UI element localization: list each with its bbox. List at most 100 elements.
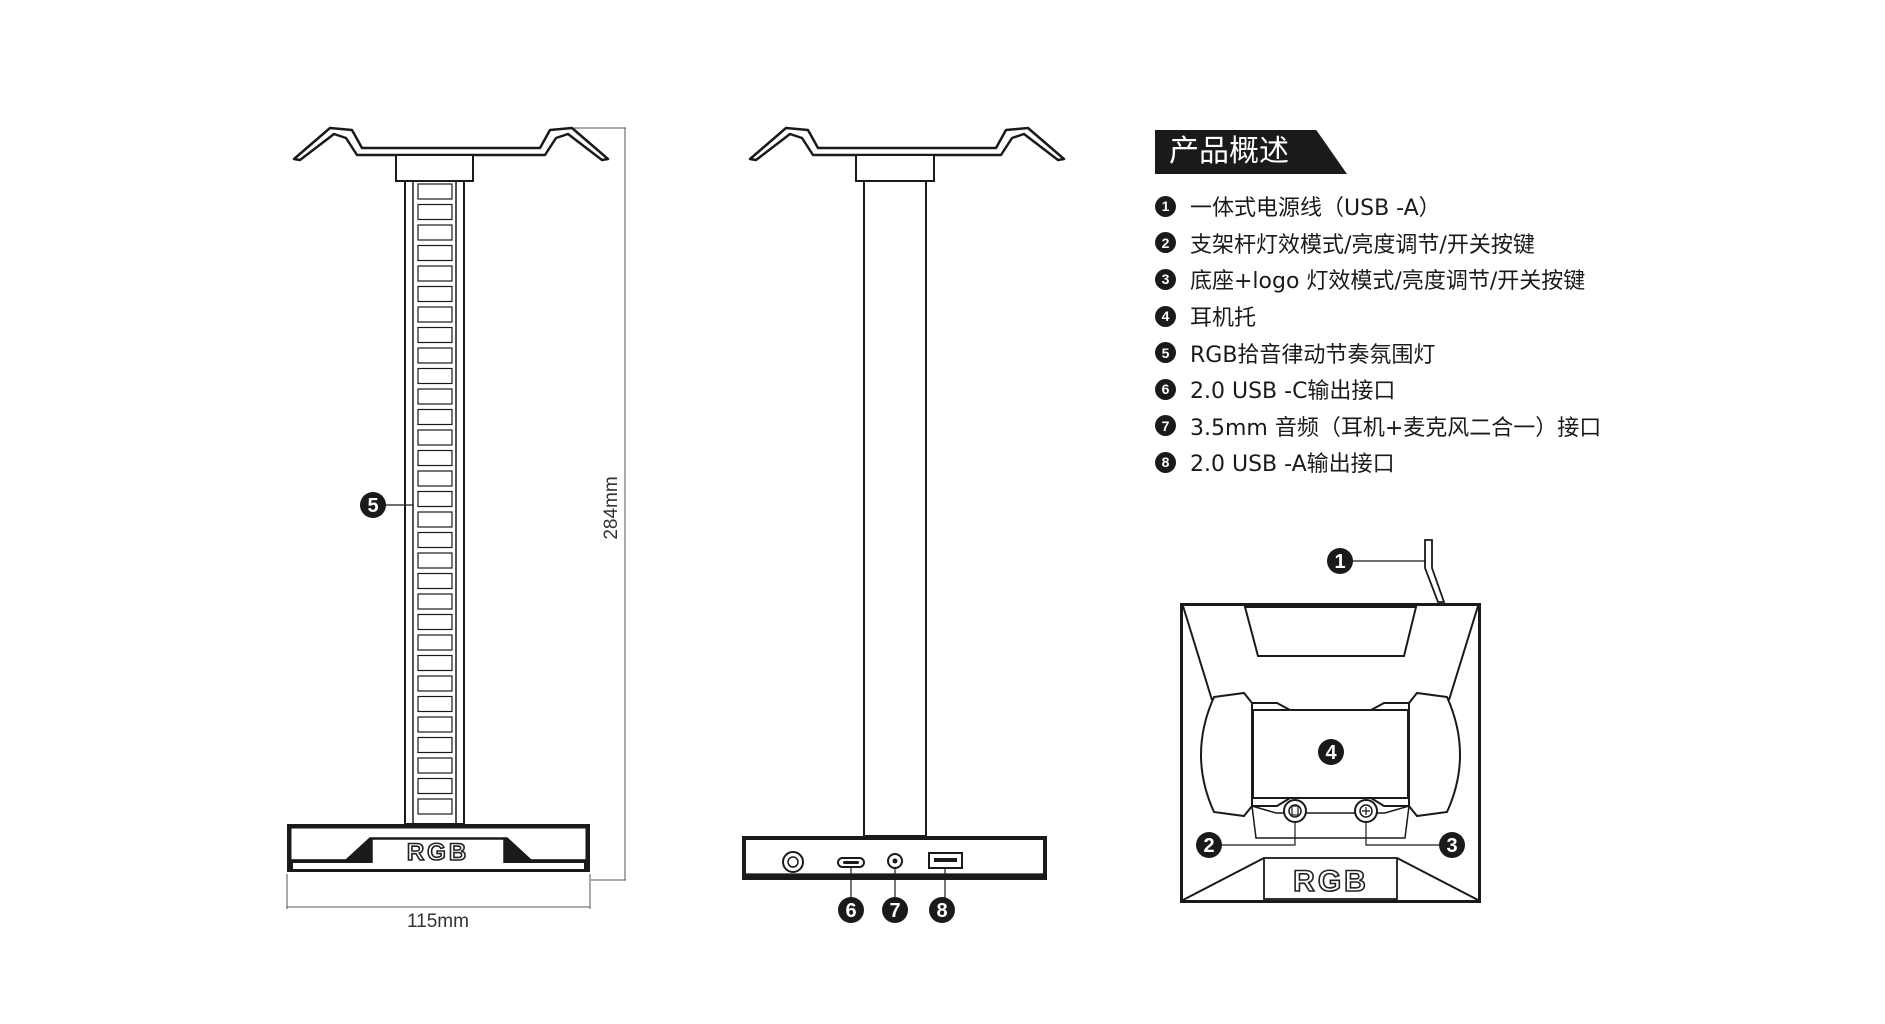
back-hanger [748, 126, 1066, 162]
audio-jack-port [887, 853, 903, 869]
led-segment [417, 347, 453, 364]
power-cable [1424, 539, 1446, 603]
led-segment [417, 388, 453, 405]
led-segment [417, 593, 453, 610]
feature-item-4: 4 耳机托 [1155, 298, 1885, 335]
svg-text:3: 3 [1446, 835, 1457, 857]
number-badge-icon: 2 [1155, 232, 1176, 254]
led-segment [417, 285, 453, 303]
number-badge-icon: 3 [1155, 268, 1176, 290]
pole-light-button [1283, 799, 1307, 823]
feature-list: 1 一体式电源线（USB -A） 2 支架杆灯效模式/亮度调节/开关按键 3 底座+l… [1155, 188, 1885, 481]
led-segment [417, 265, 453, 282]
front-base [287, 824, 590, 872]
svg-text:8: 8 [936, 900, 947, 922]
width-dimension-label: 115mm [407, 911, 469, 932]
led-light-strip [417, 183, 453, 815]
feature-item-7: 7 3.5mm 音频（耳机+麦克风二合一）接口 [1155, 408, 1885, 445]
back-collar [855, 154, 935, 182]
top-back-panel [1243, 606, 1418, 657]
led-segment [417, 224, 453, 241]
led-segment [417, 490, 453, 508]
led-segment [417, 572, 453, 590]
feature-text: 2.0 USB -C输出接口 [1190, 379, 1396, 405]
number-badge-icon: 7 [1155, 415, 1176, 437]
led-segment [417, 613, 453, 631]
feature-item-6: 6 2.0 USB -C输出接口 [1155, 371, 1885, 408]
led-segment [417, 408, 453, 426]
led-segment [417, 777, 453, 795]
led-segment [417, 306, 453, 323]
overview-title: 产品概述 [1155, 130, 1347, 174]
top-rgb-plate [1263, 857, 1398, 900]
led-segment [417, 736, 453, 754]
width-dimension [286, 874, 591, 909]
led-segment [417, 531, 453, 549]
svg-text:2: 2 [1203, 835, 1214, 857]
svg-text:5: 5 [367, 495, 378, 517]
height-dimension [574, 127, 626, 881]
usb-c-port [837, 857, 865, 868]
callout-2-badge [1196, 832, 1222, 858]
feature-text: RGB拾音律动节奏氛围灯 [1190, 342, 1436, 368]
product-overview: 产品概述 1 一体式电源线（USB -A） 2 支架杆灯效模式/亮度调节/开关按键 … [1155, 130, 1885, 481]
led-segment [417, 183, 453, 200]
led-segment [417, 470, 453, 487]
callout-6-badge [838, 897, 864, 923]
height-dimension-label: 284mm [601, 476, 622, 539]
back-view: 6 7 8 [742, 126, 1066, 923]
led-segment [417, 511, 453, 528]
feature-item-2: 2 支架杆灯效模式/亮度调节/开关按键 [1155, 225, 1885, 262]
front-rgb-logo: RGB [407, 839, 469, 866]
led-segment [417, 326, 453, 344]
led-segment [417, 429, 453, 446]
led-segment [417, 695, 453, 713]
led-segment [417, 757, 453, 774]
usb-a-port [928, 852, 963, 869]
feature-item-8: 8 2.0 USB -A输出接口 [1155, 444, 1885, 481]
top-view: 1 4 [1180, 539, 1481, 903]
number-badge-icon: 1 [1155, 195, 1176, 217]
number-badge-icon: 8 [1155, 451, 1176, 473]
led-segment [417, 716, 453, 733]
svg-text:1: 1 [1334, 551, 1345, 573]
led-segment [417, 367, 453, 385]
callout-1-badge [1327, 548, 1353, 574]
led-segment [417, 203, 453, 221]
callout-8-badge [929, 897, 955, 923]
number-badge-icon: 4 [1155, 305, 1176, 327]
right-hanger-pad [1408, 691, 1461, 818]
feature-item-1: 1 一体式电源线（USB -A） [1155, 188, 1885, 225]
back-pole [863, 180, 927, 837]
top-rgb-logo: RGB [1293, 865, 1369, 898]
svg-text:7: 7 [889, 900, 900, 922]
led-segment [417, 552, 453, 569]
left-hanger-pad [1200, 691, 1253, 818]
led-segment [417, 654, 453, 672]
front-hanger [292, 126, 610, 162]
feature-text: 3.5mm 音频（耳机+麦克风二合一）接口 [1190, 415, 1602, 441]
number-badge-icon: 5 [1155, 342, 1176, 364]
feature-item-5: 5 RGB拾音律动节奏氛围灯 [1155, 334, 1885, 371]
feature-item-3: 3 底座+logo 灯效模式/亮度调节/开关按键 [1155, 261, 1885, 298]
svg-text:6: 6 [845, 900, 856, 922]
led-segment [417, 675, 453, 692]
front-view: RGB 284mm 115mm 5 [286, 126, 626, 932]
feature-text: 一体式电源线（USB -A） [1190, 196, 1441, 222]
led-segment [417, 798, 453, 815]
feature-text: 支架杆灯效模式/亮度调节/开关按键 [1190, 232, 1535, 258]
led-segment [417, 244, 453, 262]
callout-5-badge [360, 492, 386, 518]
feature-text: 底座+logo 灯效模式/亮度调节/开关按键 [1190, 269, 1586, 295]
led-segment [417, 634, 453, 651]
feature-text: 2.0 USB -A输出接口 [1190, 452, 1395, 478]
dc-power-port [782, 851, 804, 873]
base-light-button [1354, 799, 1378, 823]
feature-text: 耳机托 [1190, 306, 1257, 332]
number-badge-icon: 6 [1155, 378, 1176, 400]
callout-3-badge [1439, 832, 1465, 858]
callout-4-badge [1318, 739, 1344, 765]
led-segment [417, 449, 453, 467]
front-collar [395, 154, 474, 182]
